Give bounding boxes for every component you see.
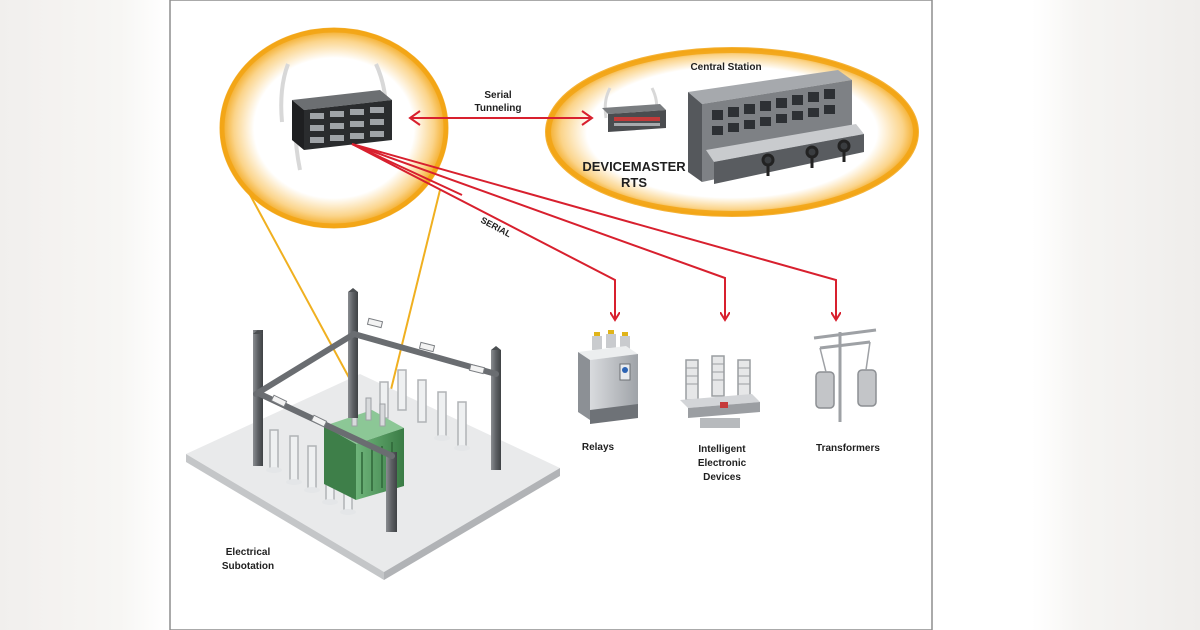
ied-icon	[680, 355, 760, 428]
label-substation-line1: Electrical	[226, 547, 271, 558]
control-room-icon	[688, 70, 864, 184]
label-ied-line2: Electronic	[698, 458, 747, 469]
serial-tunneling-arrow	[408, 110, 594, 126]
label-central-station: Central Station	[690, 62, 761, 73]
substation-icon	[186, 288, 560, 580]
pole-transformer-icon	[813, 328, 877, 422]
label-devicemaster-line1: DEVICEMASTER	[582, 159, 686, 174]
label-relays: Relays	[582, 442, 615, 453]
label-transformers: Transformers	[816, 443, 880, 454]
devicemaster-icon	[602, 87, 666, 132]
label-serial-tunneling-line1: Serial	[484, 90, 511, 101]
label-ied-line3: Devices	[703, 472, 741, 483]
serial-connection-lines	[351, 143, 836, 318]
relay-icon	[578, 330, 638, 424]
label-ied-line1: Intelligent	[698, 444, 746, 455]
label-serial-tunneling-line2: Tunneling	[474, 103, 521, 114]
rack-server-icon	[279, 63, 392, 171]
label-substation-line2: Subotation	[222, 561, 274, 572]
label-serial-tunneling: Serial Tunneling	[474, 90, 521, 114]
label-devicemaster-line2: RTS	[621, 175, 647, 190]
